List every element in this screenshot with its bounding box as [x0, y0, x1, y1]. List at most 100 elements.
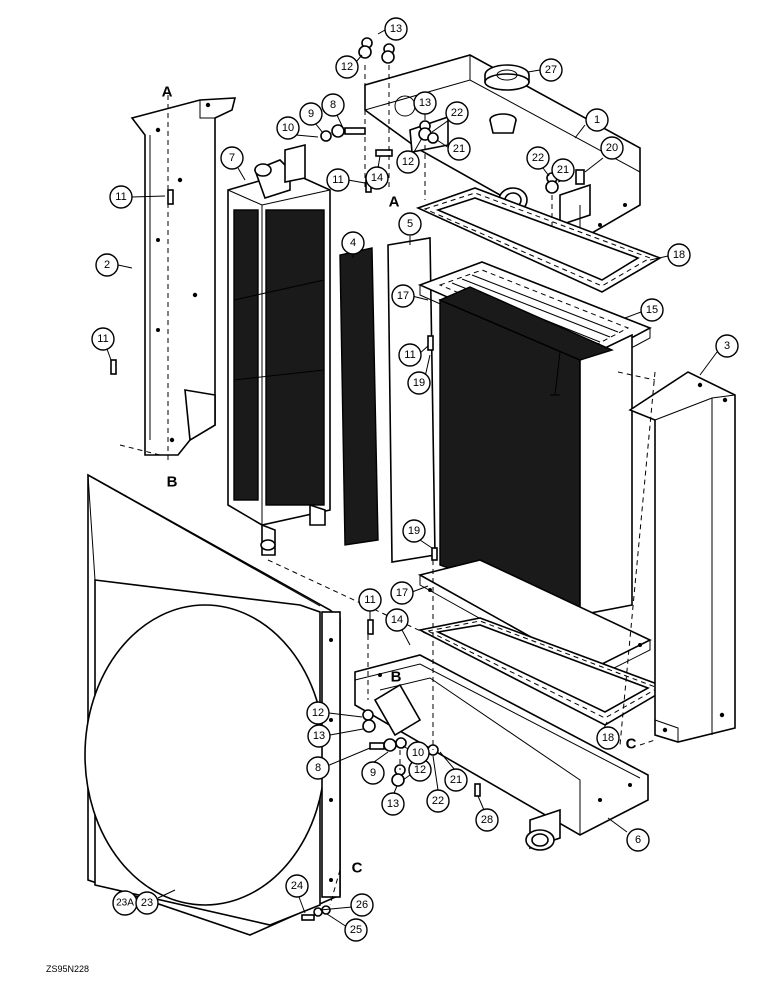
callout-13-bottom-left: [307, 724, 331, 748]
callout-9-bottom-label: 9: [370, 767, 376, 779]
callout-21-top: [447, 137, 471, 161]
fan-shroud-part: [84, 473, 341, 936]
callout-20: [600, 136, 624, 160]
callout-8-bottom-label: 8: [315, 762, 321, 774]
callout-9-top-label: 9: [308, 108, 314, 120]
callout-3-label: 3: [724, 340, 730, 352]
callout-14-top: [365, 166, 389, 190]
callout-11-left-lower: [91, 327, 115, 351]
callout-23-label: 23: [141, 897, 153, 909]
callout-22-right: [526, 146, 550, 170]
callout-22-bottom-label: 22: [432, 795, 444, 807]
callout-13-bottom: [381, 792, 405, 816]
callout-18-top: [667, 243, 691, 267]
callout-17-bottom: [390, 581, 414, 605]
callout-17-top: [391, 284, 415, 308]
callout-13-top: [384, 17, 408, 41]
callout-22-bottom: [426, 789, 450, 813]
callout-13-mid-label: 13: [419, 97, 431, 109]
callout-11-core-label: 11: [404, 349, 415, 361]
callout-19-bottom-label: 19: [408, 525, 420, 537]
callout-6: [626, 828, 650, 852]
callout-13-top-label: 13: [390, 23, 402, 35]
right-side-plate-part: [628, 371, 736, 743]
callout-8-top: [321, 93, 345, 117]
ref-c-bottom: C: [352, 860, 363, 877]
callout-8-top-label: 8: [330, 99, 336, 111]
callout-5: [398, 212, 422, 236]
callout-19-bottom: [402, 519, 426, 543]
ref-b-left: B: [167, 474, 178, 491]
callout-8-bottom: [306, 756, 330, 780]
callout-10-bottom: [406, 741, 430, 765]
callout-12-bottom-left-label: 12: [312, 707, 324, 719]
callout-1-label: 1: [594, 114, 600, 126]
callout-7-label: 7: [229, 152, 235, 164]
callout-5-label: 5: [407, 218, 413, 230]
callout-18-top-label: 18: [673, 249, 685, 261]
callout-4: [341, 231, 365, 255]
callout-18-bottom-label: 18: [602, 732, 614, 744]
alignment-lines: [119, 65, 656, 906]
callout-19-top: [407, 371, 431, 395]
callout-9-top: [299, 102, 323, 126]
callout-11-bottom-label: 11: [364, 594, 375, 606]
callout-11-bottom: [358, 588, 382, 612]
callout-13-bottom-left-label: 13: [313, 730, 325, 742]
callout-21-bottom-label: 21: [450, 774, 462, 786]
callout-13-bottom-label: 13: [387, 798, 399, 810]
callout-22-top: [445, 101, 469, 125]
callout-14-bottom: [385, 608, 409, 632]
callout-23: [135, 891, 159, 915]
oil-cooler-part: [227, 143, 331, 556]
callout-11-mid-label: 11: [332, 174, 343, 186]
callout-21-right-label: 21: [557, 164, 569, 176]
callout-12-bottom-right-label: 12: [414, 764, 426, 776]
radiator-core-part: [417, 261, 652, 681]
ref-b-mid: B: [391, 669, 402, 686]
callout-3: [715, 334, 739, 358]
callout-23a-label: 23A: [116, 898, 134, 909]
callout-12-top: [335, 55, 359, 79]
callout-18-bottom: [596, 726, 620, 750]
callout-labels: 1 2 3 4 5 6 7 8 9 10: [91, 17, 739, 942]
callout-10-top-label: 10: [282, 122, 294, 134]
callout-1: [585, 108, 609, 132]
callout-21-bottom: [444, 768, 468, 792]
callout-13-mid: [413, 91, 437, 115]
callout-2: [95, 253, 119, 277]
ref-a-left: A: [162, 84, 173, 101]
ref-a-mid: A: [389, 194, 400, 211]
callout-14-bottom-label: 14: [391, 614, 403, 626]
callout-15-label: 15: [646, 304, 658, 316]
callout-6-label: 6: [635, 834, 641, 846]
callout-27: [539, 58, 563, 82]
callout-11-left-upper-label: 11: [115, 191, 126, 203]
callout-11-mid: [326, 168, 350, 192]
callout-2-label: 2: [104, 259, 110, 271]
callout-24-label: 24: [291, 880, 303, 892]
callout-14-top-label: 14: [371, 172, 383, 184]
callout-27-label: 27: [545, 64, 557, 76]
callout-20-label: 20: [606, 142, 618, 154]
bottom-tank-part: [354, 654, 649, 851]
callout-22-right-label: 22: [532, 152, 544, 164]
callout-25-label: 25: [350, 924, 362, 936]
callout-19-top-label: 19: [413, 377, 425, 389]
callout-17-top-label: 17: [397, 290, 409, 302]
radiator-cap-part: [484, 64, 530, 134]
ref-c-right: C: [626, 736, 637, 753]
left-side-plate-part: [130, 97, 237, 456]
callout-28-label: 28: [481, 814, 493, 826]
callout-10-top: [276, 116, 300, 140]
top-gasket-part: [415, 187, 662, 293]
callout-7: [220, 146, 244, 170]
callout-25: [344, 918, 368, 942]
callout-21-top-label: 21: [453, 143, 465, 155]
reference-letters: A A B B C C: [162, 84, 637, 877]
hardware-fasteners: [110, 37, 585, 921]
callout-26-label: 26: [356, 899, 368, 911]
callout-17-bottom-label: 17: [396, 587, 408, 599]
